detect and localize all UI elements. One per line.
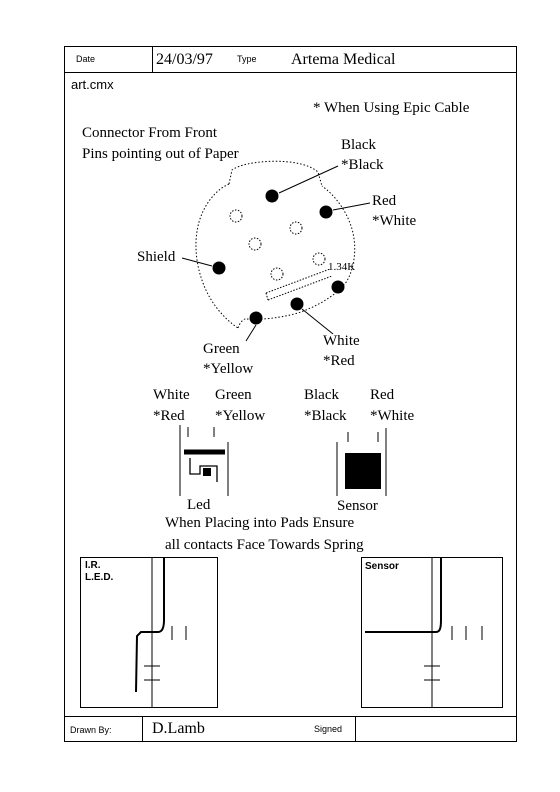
led-caption: Led [187,497,211,513]
led-wire2-alt-label: *Yellow [215,408,266,424]
footer-divider-left [142,716,143,742]
pin-white [290,297,304,311]
sensor-panel-title: Sensor [365,561,399,572]
ir-led-panel-title-line2: L.E.D. [85,572,114,583]
filename: art.cmx [71,77,114,92]
pin-black [265,189,279,203]
led-wire1-alt-label: *Red [153,408,185,424]
empty-pin [312,252,326,266]
pin-green [249,311,263,325]
footer-divider-right [355,716,356,742]
pin-label-red-alt: *White [372,213,417,229]
pin-resistor [331,280,345,294]
epic-cable-note: * When Using Epic Cable [313,100,470,116]
pin-label-white: White [323,333,360,349]
pin-label-black-alt: *Black [341,157,384,173]
header-top-rule [64,46,516,47]
header-divider [152,46,153,73]
led-symbol [179,425,229,496]
drawn-by-value: D.Lamb [152,720,205,737]
empty-pins [229,209,326,281]
leader-lines [181,165,371,342]
pin-label-green: Green [203,341,240,357]
sensor-symbol [336,428,387,496]
ir-led-trace [135,557,187,708]
connector-key [228,160,323,187]
pin-label-black: Black [341,137,376,153]
drawn-by-label: Drawn By: [70,725,112,735]
connector-notch [237,318,248,329]
pin-label-shield: Shield [137,249,176,265]
footer-top-rule [64,716,516,717]
page-right-border [516,46,517,742]
sensor-wire1-alt-label: *Black [304,408,347,424]
type-value: Artema Medical [291,51,396,68]
connector-title-line2: Pins pointing out of Paper [82,146,239,162]
empty-pin [248,237,262,251]
sensor-trace [365,557,483,708]
sensor-caption: Sensor [337,498,378,514]
ir-led-panel-title-line1: I.R. [85,560,101,571]
empty-pin [289,221,303,235]
led-wire1-label: White [153,387,190,403]
signed-label: Signed [314,724,343,734]
empty-pin [229,209,243,223]
pin-label-red: Red [372,193,397,209]
page-left-border [64,46,65,742]
sensor-wire2-label: Red [370,387,395,403]
pin-label-white-alt: *Red [323,353,355,369]
date-value: 24/03/97 [156,51,213,68]
sensor-wire2-alt-label: *White [370,408,415,424]
sensor-wire1-label: Black [304,387,339,403]
type-label: Type [237,54,257,64]
header-bottom-rule [64,72,516,73]
date-label: Date [76,54,96,64]
resistor-label: 1.34K [328,261,356,273]
pin-red [319,205,333,219]
footer-bottom-rule [64,741,516,742]
instruction-line1: When Placing into Pads Ensure [165,515,355,531]
ir-led-panel [80,557,218,708]
connector-title-line1: Connector From Front [82,125,217,141]
pin-label-green-alt: *Yellow [203,361,254,377]
instruction-line2: all contacts Face Towards Spring [165,537,364,553]
connector-outline [195,183,356,329]
led-wire2-label: Green [215,387,252,403]
empty-pin [270,267,284,281]
pin-shield [212,261,226,275]
